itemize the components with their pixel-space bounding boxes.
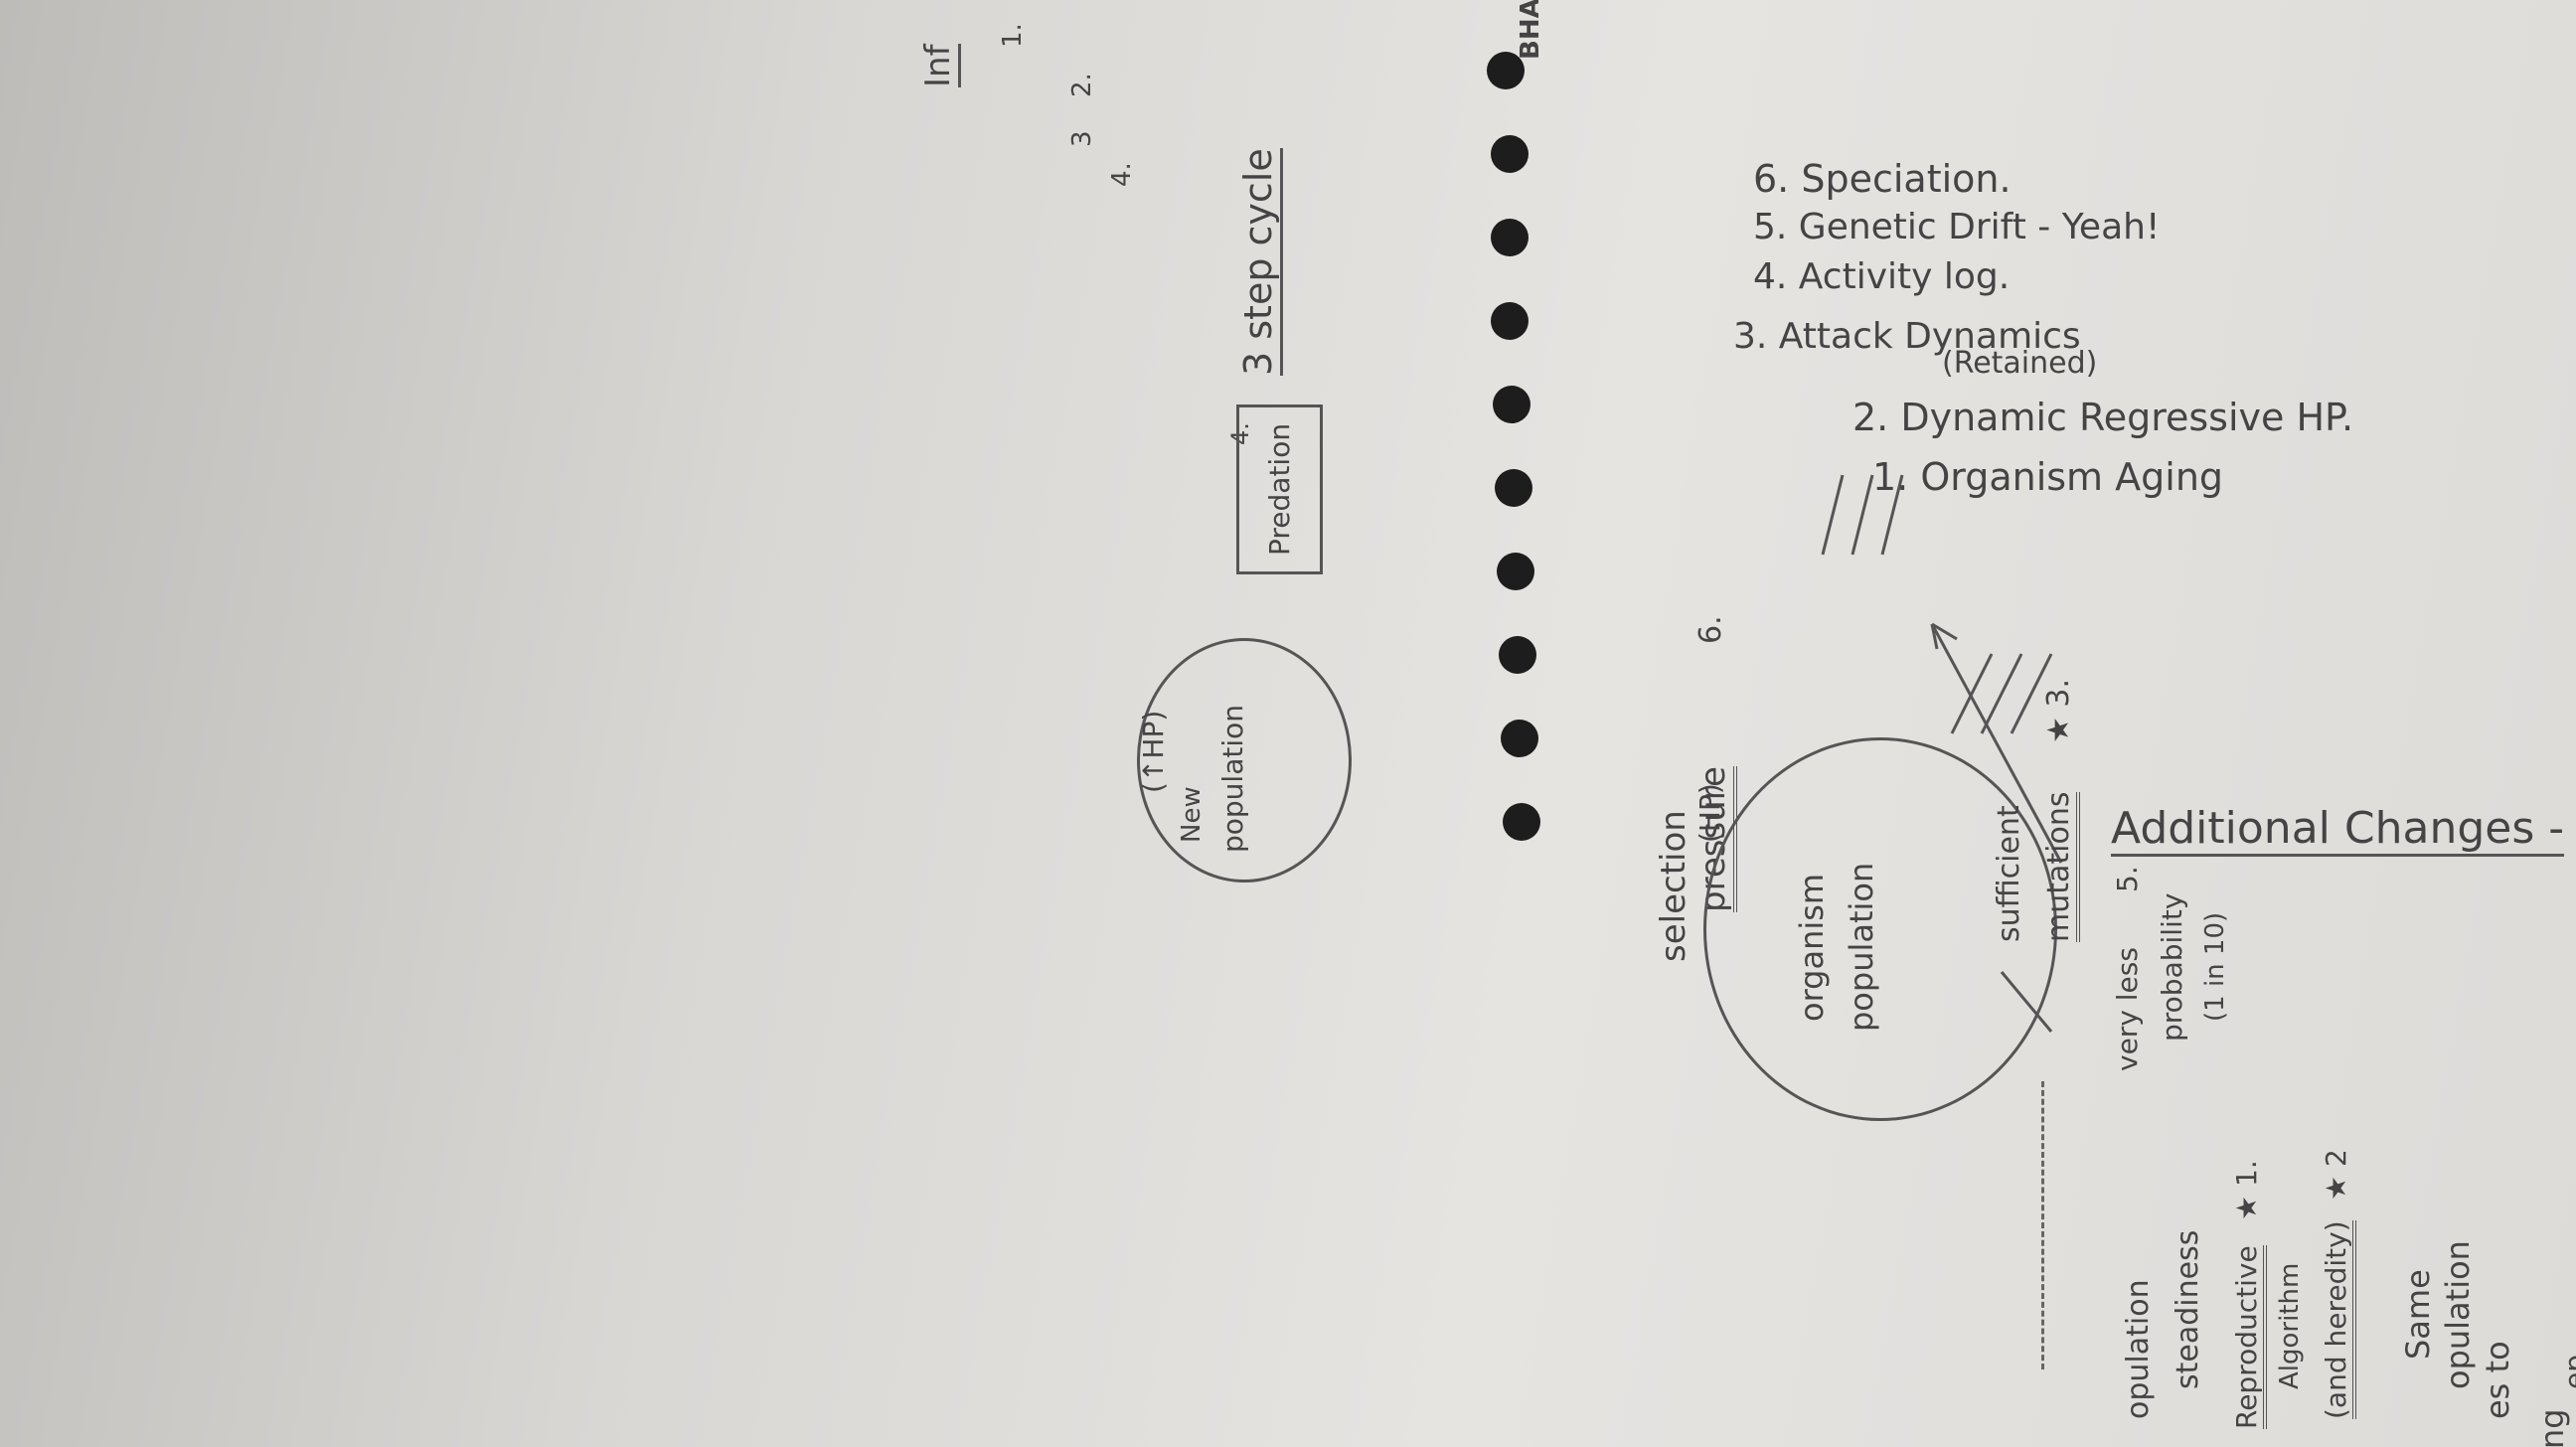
list-item: 3. Attack Dynamics: [1733, 316, 2081, 357]
punch-hole: [1491, 219, 1529, 256]
very-less-number: 5.: [2111, 866, 2144, 892]
dashed-line: [2041, 1081, 2044, 1369]
left-fragment: opulation: [2439, 1240, 2477, 1389]
reproductive-mark: ★ 1.: [2230, 1160, 2263, 1220]
punch-hole: [1495, 469, 1532, 507]
population-steadiness-2: steadiness: [2171, 1229, 2205, 1389]
additional-heading: Additional Changes -: [2111, 803, 2565, 857]
diagram-arrows: [1821, 474, 2063, 1033]
new-population-line2: population: [1216, 705, 1249, 853]
punch-hole: [1503, 803, 1540, 841]
note-sheet: Inf 1. 2. 3 4. 4. Predation 3 step cycle…: [4, 2, 2576, 1447]
population-steadiness-1: opulation: [2121, 1279, 2156, 1419]
one-in-ten: (1 in 10): [2200, 911, 2230, 1022]
new-population-tag: (↑HP): [1137, 710, 1170, 793]
organism-line1: organism: [1793, 873, 1831, 1022]
list-item: 2. Dynamic Regressive HP.: [1852, 396, 2354, 439]
punch-hole: [1499, 636, 1536, 674]
heredity-mark: ★ 2: [2320, 1149, 2352, 1201]
probability-label: probability: [2156, 892, 2188, 1042]
list-item: 4. Activity log.: [1753, 256, 2011, 297]
very-less-label: very less: [2111, 947, 2144, 1071]
hp-tag: (HP): [1693, 783, 1726, 843]
punch-hole: [1487, 52, 1525, 89]
list-item: 5. Genetic Drift - Yeah!: [1753, 207, 2161, 247]
punch-hole: [1491, 302, 1529, 340]
mutations-label: mutations: [2041, 791, 2080, 942]
left-fragment: es to: [2479, 1341, 2516, 1419]
left-fragment: ng: [2533, 1408, 2571, 1447]
sufficient-label: sufficient: [1992, 805, 2026, 942]
punch-hole: [1497, 553, 1534, 590]
left-fragment: ep.: [2558, 1346, 2576, 1389]
new-population-line1: New: [1177, 786, 1207, 843]
left-fragment: Same: [2399, 1269, 2437, 1360]
punch-hole: [1493, 386, 1530, 423]
algorithm-label: Algorithm: [2275, 1262, 2305, 1389]
mutations-mark: ★ 3.: [2041, 678, 2076, 743]
list-item: 6. Speciation.: [1753, 157, 2012, 201]
list-item: 1. Organism Aging: [1872, 455, 2224, 499]
organism-line2: population: [1843, 862, 1880, 1032]
punch-hole: [1491, 135, 1529, 173]
punch-hole: [1501, 720, 1538, 757]
heredity-label: (and heredity): [2320, 1220, 2356, 1419]
reproductive-label: Reproductive: [2230, 1245, 2267, 1429]
